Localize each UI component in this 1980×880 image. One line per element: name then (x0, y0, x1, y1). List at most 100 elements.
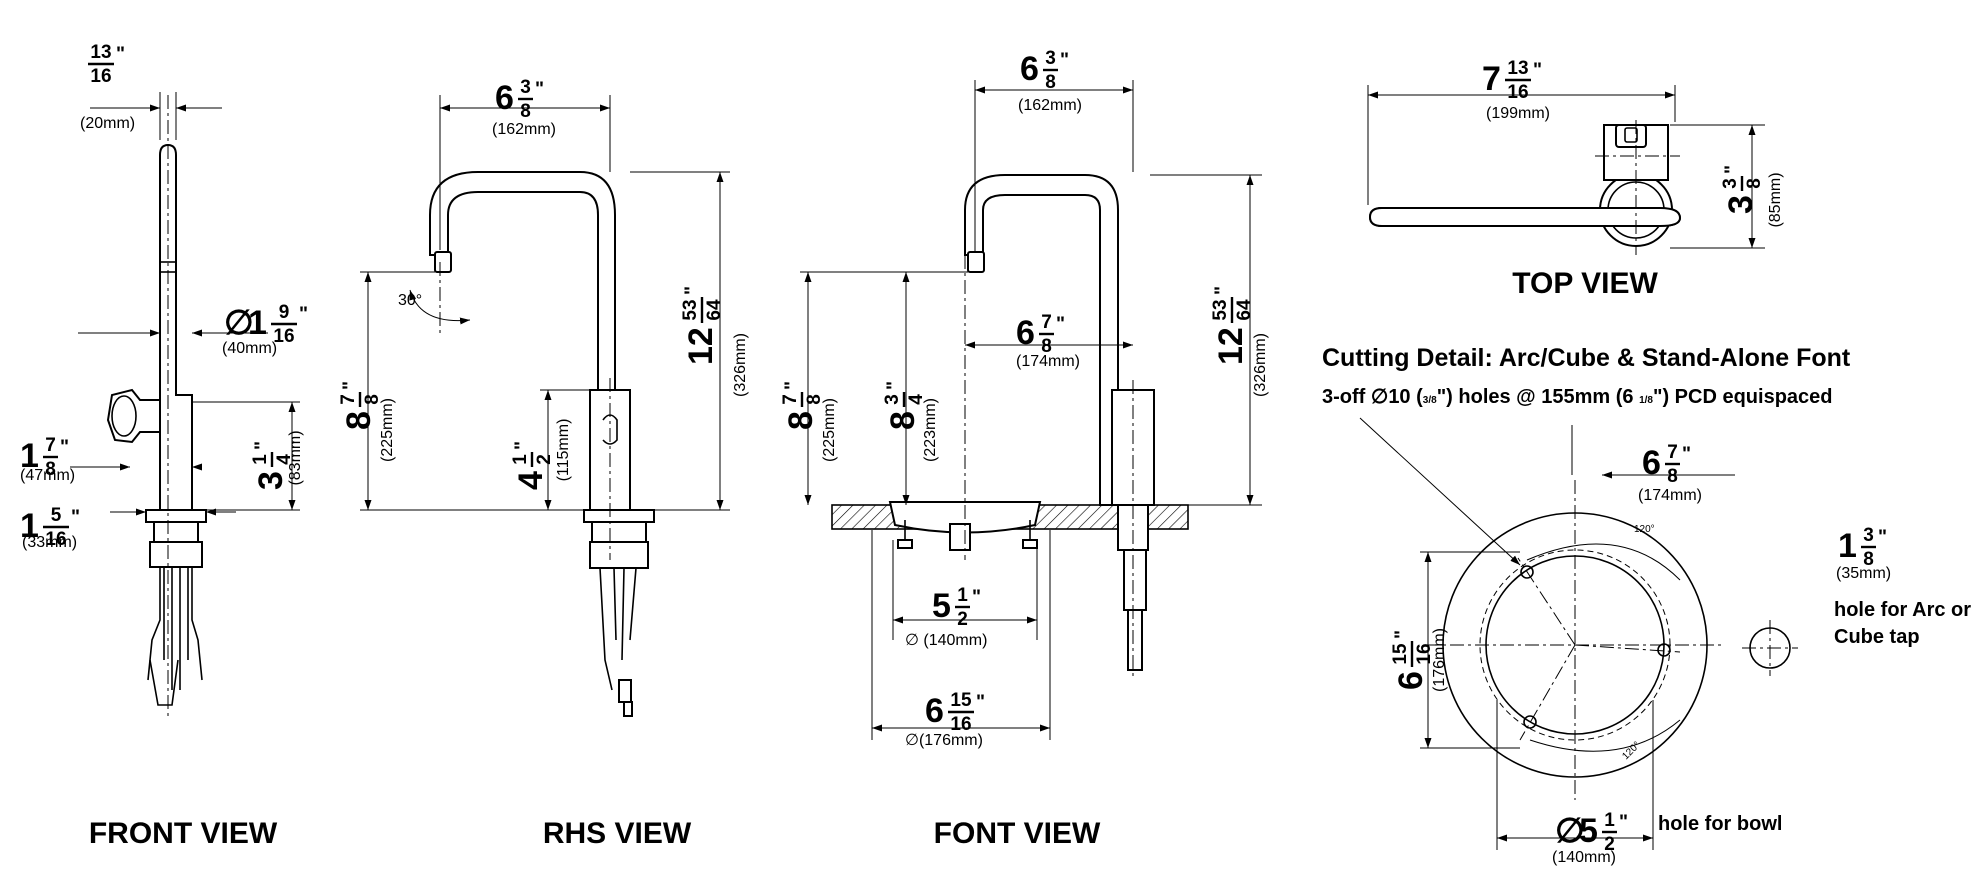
dim-whole: 3 (252, 471, 290, 490)
dim-inch-mark: " (535, 79, 544, 100)
dim-inch-mark: " (1056, 314, 1065, 335)
dim-numerator: 15 (1390, 643, 1411, 665)
dim-numerator: 9 (279, 302, 290, 323)
dim-metric: (199mm) (1486, 105, 1550, 122)
dim-metric: (162mm) (1018, 97, 1082, 114)
front-base-plate (145, 509, 207, 523)
diameter-symbol: ∅ (224, 304, 254, 342)
dim-numerator: 1 (1604, 810, 1615, 831)
dim-whole: 5 (1579, 812, 1598, 850)
fixing-hole-1 (1520, 565, 1534, 579)
dim-inch-mark: " (1060, 50, 1069, 71)
dim-metric: (40mm) (222, 340, 277, 357)
dim-numerator: 13 (90, 42, 111, 63)
dim-inch-mark: " (884, 381, 905, 390)
dim-metric: (20mm) (80, 115, 135, 132)
cutting-detail-title: Cutting Detail: Arc/Cube & Stand-Alone F… (1322, 344, 1851, 372)
angle-label-top: 120° (1634, 524, 1655, 535)
dim-numerator: 3 (1863, 525, 1874, 546)
dim-whole: 5 (932, 587, 951, 625)
dim-metric: (174mm) (1638, 487, 1702, 504)
dim-inch-mark: " (682, 286, 703, 295)
tap-hole-note-line2: Cube tap (1834, 626, 1920, 648)
dim-whole: 1 (20, 437, 39, 475)
dim-numerator: 7 (1041, 312, 1052, 333)
dim-inch-mark: " (1682, 444, 1691, 465)
dim-inch-mark: " (71, 507, 80, 528)
dim-denominator: 16 (273, 326, 294, 347)
dim-whole: 6 (1020, 50, 1039, 88)
dim-metric: (174mm) (1016, 353, 1080, 370)
dim-top-length: 7 13 16" (199mm) (1482, 58, 1550, 122)
dim-whole: 8 (340, 411, 378, 430)
dim-denominator: 8 (1667, 466, 1678, 487)
top-view-title: TOP VIEW (1512, 267, 1658, 300)
dim-metric: (85mm) (1767, 172, 1784, 227)
dim-whole: 7 (1482, 60, 1501, 98)
dim-denominator: 2 (957, 609, 968, 630)
dim-numerator: 13 (1507, 58, 1528, 79)
front-view (70, 92, 300, 720)
rhs-view-title: RHS VIEW (543, 817, 692, 850)
dim-inch-mark: " (116, 44, 125, 65)
dim-denominator: 16 (950, 714, 971, 735)
dim-whole: 12 (1212, 327, 1250, 365)
dim-inch-mark: " (252, 441, 273, 450)
dim-denominator: 4 (274, 454, 295, 465)
dim-numerator: 5 (51, 505, 62, 526)
cutting-detail (1359, 417, 1798, 850)
dim-inch-mark: " (1392, 630, 1413, 639)
fixing-hole-2 (1657, 643, 1671, 657)
dim-metric: (326mm) (1252, 333, 1269, 397)
dim-denominator: 8 (1045, 72, 1056, 93)
dim-inch-mark: " (1533, 60, 1542, 81)
dim-inch-mark: " (1212, 286, 1233, 295)
front-tap-body (159, 143, 193, 511)
cutting-detail-spec: 3-off ∅10 (3/8") holes @ 155mm (6 1/8") … (1322, 386, 1833, 408)
dim-whole: 1 (1838, 527, 1857, 565)
dim-denominator: 64 (1234, 299, 1255, 321)
dim-whole: 6 (1642, 444, 1661, 482)
dim-denominator: 4 (906, 394, 927, 405)
dim-whole: 1 (248, 304, 267, 342)
dim-numerator: 3 (882, 394, 903, 405)
dim-numerator: 1 (957, 585, 968, 606)
dim-metric: (176mm) (1431, 628, 1448, 692)
dim-denominator: 16 (45, 529, 66, 550)
dim-inch-mark: " (1619, 812, 1628, 833)
dim-whole: 6 (1016, 314, 1035, 352)
dim-front-width: 13 16" (20mm) (80, 42, 135, 132)
dim-metric: (326mm) (732, 333, 749, 397)
dim-inch-mark: " (1878, 527, 1887, 548)
dim-metric: (83mm) (287, 430, 304, 485)
dim-denominator: 8 (520, 101, 531, 122)
dim-denominator: 16 (1507, 82, 1528, 103)
dim-numerator: 7 (1667, 442, 1678, 463)
dim-denominator: 16 (90, 66, 111, 87)
dim-metric: (33mm) (22, 534, 77, 551)
dim-numerator: 7 (338, 394, 359, 405)
rhs-view (360, 95, 730, 717)
dim-denominator: 16 (1414, 643, 1435, 664)
dim-denominator: 2 (534, 454, 555, 465)
dim-denominator: 2 (1604, 834, 1615, 855)
dim-denominator: 8 (1744, 178, 1765, 189)
dim-numerator: 1 (510, 454, 531, 465)
dim-numerator: 53 (1210, 299, 1231, 320)
dim-metric: (225mm) (379, 398, 396, 462)
dim-denominator: 64 (704, 299, 725, 321)
dim-whole: 8 (884, 411, 922, 430)
